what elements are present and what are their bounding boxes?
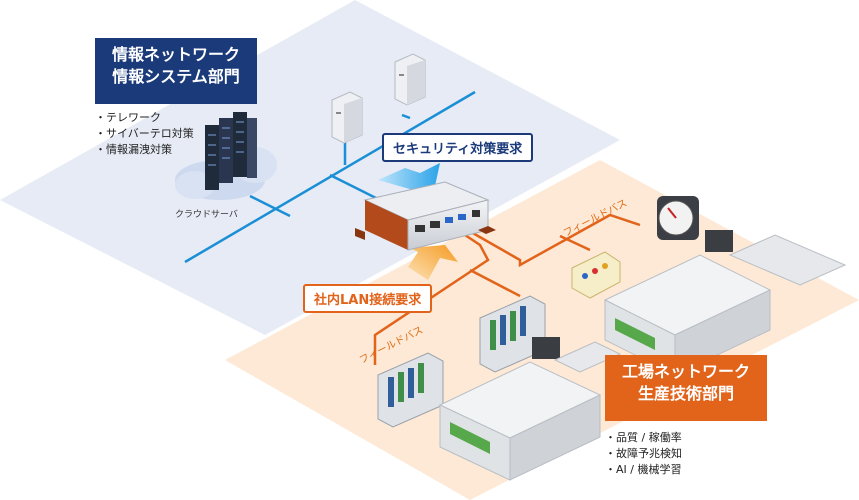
it-title-line1: 情報ネットワーク xyxy=(111,45,240,64)
list-item: ・品質 / 稼働率 xyxy=(605,431,682,444)
factory-title-line1: 工場ネットワーク xyxy=(621,362,750,381)
it-bullet-list: ・テレワーク ・サイバーテロ対策 ・情報漏洩対策 xyxy=(95,110,194,158)
it-title-line2: 情報システム部門 xyxy=(112,67,240,86)
list-item: ・テレワーク xyxy=(95,111,161,124)
industrial-gateway-icon xyxy=(355,181,496,251)
controller-panel-icon xyxy=(571,251,621,299)
list-item: ・サイバーテロ対策 xyxy=(95,127,194,140)
factory-machine-icon xyxy=(438,337,622,481)
lan-arrow-icon xyxy=(408,245,458,280)
factory-network-title: 工場ネットワーク 生産技術部門 xyxy=(605,355,767,421)
gauge-meter-icon xyxy=(657,196,699,240)
it-network-title: 情報ネットワーク 情報システム部門 xyxy=(95,38,257,104)
cloud-server-icon xyxy=(175,112,277,200)
factory-network-lines xyxy=(373,213,641,365)
list-item: ・情報漏洩対策 xyxy=(95,143,172,156)
it-network-lines xyxy=(184,90,476,264)
plc-module-icon xyxy=(479,295,546,373)
it-network-zone xyxy=(0,0,620,335)
tower-pc-icon xyxy=(331,91,363,144)
factory-title-line2: 生産技術部門 xyxy=(637,384,734,403)
plc-module-icon xyxy=(377,352,444,428)
security-requirement-label: セキュリティ対策要求 xyxy=(382,133,534,162)
factory-bullet-list: ・品質 / 稼働率 ・故障予兆検知 ・AI / 機械学習 xyxy=(605,430,682,478)
cloud-server-label: クラウドサーバ xyxy=(175,210,238,220)
lan-requirement-label: 社内LAN接続要求 xyxy=(303,284,433,313)
list-item: ・AI / 機械学習 xyxy=(605,463,682,476)
list-item: ・故障予兆検知 xyxy=(605,447,682,460)
tower-pc-icon xyxy=(394,53,426,106)
